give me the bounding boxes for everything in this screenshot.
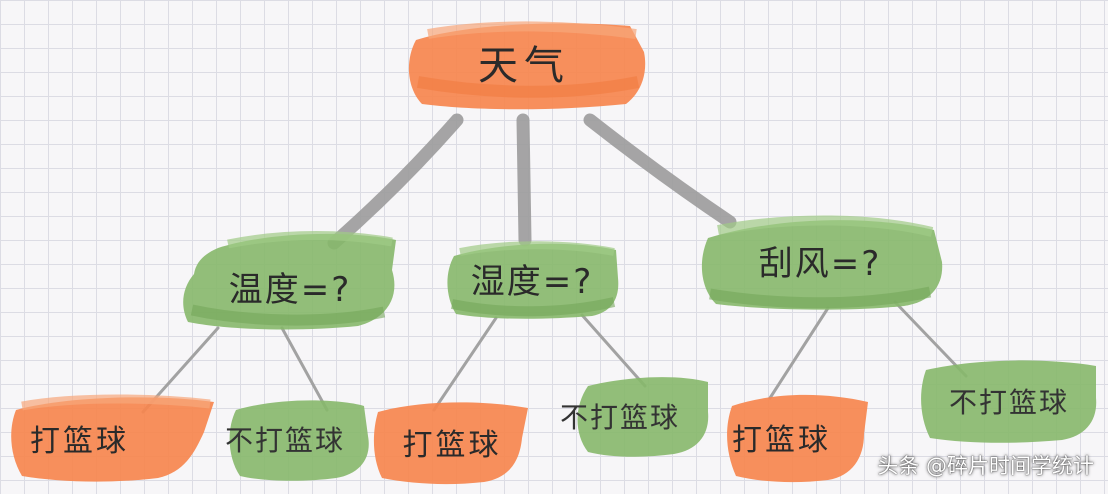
leaf-humidity-no-play-highlight — [577, 377, 709, 457]
leaf-temperature-play-label: 打篮球 — [30, 424, 129, 459]
edge-humidity-to-leaf-2 — [580, 313, 647, 388]
leaf-temperature-no-play: 不打篮球 — [196, 394, 374, 484]
edge-root-to-temperature — [327, 113, 464, 250]
leaf-humidity-no-play-label: 不打篮球 — [559, 401, 680, 434]
branch-node-temperature-label: 温度=? — [228, 269, 352, 310]
leaf-temperature-no-play-label: 不打篮球 — [224, 424, 345, 457]
branch-node-humidity: 湿度=? — [442, 236, 622, 320]
leaf-temperature-no-play-highlight — [229, 400, 369, 481]
branch-node-wind: 刮风=? — [694, 208, 946, 312]
root-node-label: 天气 — [478, 43, 570, 89]
root-node: 天气 — [398, 12, 650, 112]
branch-node-temperature-highlight — [183, 231, 396, 330]
edge-wind-to-leaf-2 — [893, 300, 968, 378]
edge-wind-to-leaf-1 — [768, 306, 830, 400]
branch-node-humidity-highlight — [447, 241, 619, 319]
leaf-temperature-play-highlight — [11, 394, 215, 482]
leaf-wind-no-play: 不打篮球 — [918, 356, 1100, 446]
leaf-wind-play-highlight — [727, 394, 868, 483]
leaf-temperature-play: 打篮球 — [8, 392, 218, 484]
leaf-humidity-play: 打篮球 — [372, 398, 532, 486]
leaf-wind-no-play-highlight — [921, 360, 1097, 443]
leaf-wind-play: 打篮球 — [724, 390, 874, 484]
edge-root-to-humidity — [516, 113, 532, 247]
leaf-humidity-play-highlight — [373, 402, 528, 485]
edge-root-to-wind — [583, 113, 737, 229]
leaf-humidity-play-label: 打篮球 — [402, 428, 502, 463]
branch-node-temperature: 温度=? — [178, 226, 402, 332]
root-node-highlight — [408, 21, 646, 110]
branch-node-wind-label: 刮风=? — [758, 243, 882, 284]
leaf-wind-play-label: 打篮球 — [732, 423, 831, 458]
branch-node-humidity-label: 湿度=? — [470, 261, 594, 302]
edge-humidity-to-leaf-1 — [432, 316, 498, 412]
leaf-wind-no-play-label: 不打篮球 — [948, 386, 1069, 419]
leaf-humidity-no-play: 不打篮球 — [528, 372, 712, 460]
watermark: 头条 @碎片时间学统计 — [877, 454, 1094, 478]
branch-node-wind-highlight — [701, 215, 943, 310]
edge-temperature-to-leaf-2 — [280, 326, 329, 412]
